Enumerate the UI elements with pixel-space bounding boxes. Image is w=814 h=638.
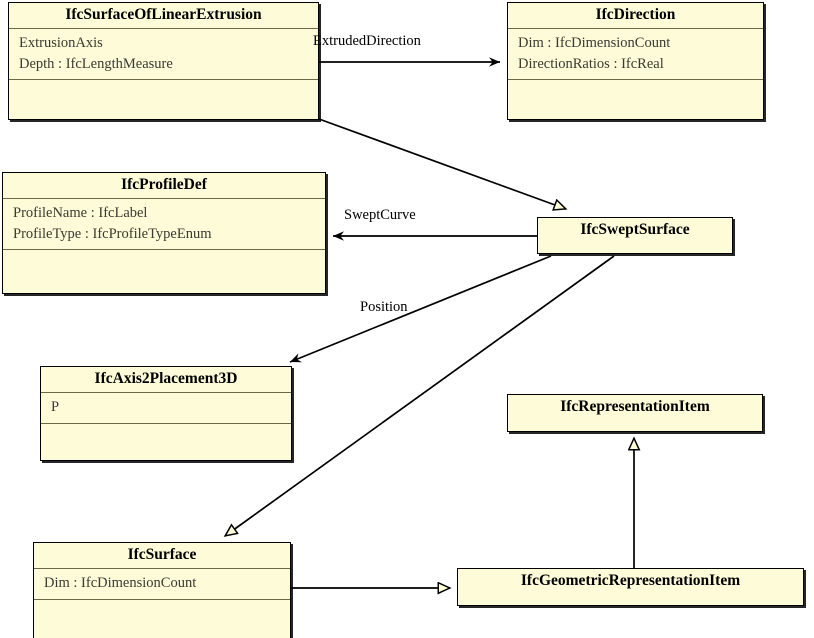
operation-compartment (508, 80, 763, 98)
compartment-separator (508, 79, 763, 81)
class-name-ifcsurfaceoflinearextrusion: IfcSurfaceOfLinearExtrusion (65, 6, 262, 23)
compartment-separator (34, 568, 290, 570)
class-box-ifcaxis2placement3d[interactable]: IfcAxis2Placement3D P (40, 366, 292, 461)
attribute-row: ExtrusionAxis (19, 35, 103, 52)
operation-compartment (41, 424, 291, 442)
class-name-ifcaxis2placement3d: IfcAxis2Placement3D (94, 370, 238, 387)
attribute-row: ProfileName : IfcLabel (13, 205, 148, 222)
class-box-ifcrepresentationitem[interactable]: IfcRepresentationItem (507, 394, 763, 432)
operation-compartment (3, 250, 325, 268)
class-name-ifcsweptsurface: IfcSweptSurface (580, 221, 690, 238)
class-box-ifcprofiledef[interactable]: IfcProfileDef ProfileName : IfcLabel Pro… (2, 172, 326, 294)
class-box-ifcsweptsurface[interactable]: IfcSweptSurface (537, 217, 733, 254)
edge-generalization-linear-extrusion (318, 118, 566, 209)
operation-compartment (34, 600, 290, 618)
attribute-compartment: P (41, 393, 291, 423)
class-name-ifcrepresentationitem: IfcRepresentationItem (560, 398, 710, 415)
edge-label-position: Position (360, 299, 408, 315)
class-name-ifcdirection: IfcDirection (595, 6, 676, 23)
compartment-separator (3, 249, 325, 251)
attribute-row: DirectionRatios : IfcReal (518, 55, 664, 72)
compartment-separator (34, 598, 290, 600)
class-box-ifcdirection[interactable]: IfcDirection Dim : IfcDimensionCount Dir… (507, 2, 764, 120)
class-box-ifcsurfaceoflinearextrusion[interactable]: IfcSurfaceOfLinearExtrusion ExtrusionAxi… (8, 2, 319, 120)
class-name-ifcprofiledef: IfcProfileDef (121, 176, 207, 193)
class-box-ifcgeometricrepresentationitem[interactable]: IfcGeometricRepresentationItem (457, 568, 804, 606)
compartment-separator (9, 28, 318, 30)
attribute-compartment: Dim : IfcDimensionCount (34, 569, 290, 599)
attribute-row: Depth : IfcLengthMeasure (19, 55, 173, 72)
compartment-separator (41, 392, 291, 394)
edge-label-swept-curve: SweptCurve (344, 207, 416, 223)
attribute-row: Dim : IfcDimensionCount (518, 35, 671, 52)
attribute-row: P (51, 399, 60, 416)
compartment-separator (9, 79, 318, 81)
attribute-row: Dim : IfcDimensionCount (44, 575, 197, 592)
compartment-separator (3, 198, 325, 200)
attribute-compartment: ProfileName : IfcLabel ProfileType : Ifc… (3, 199, 325, 249)
attribute-row: ProfileType : IfcProfileTypeEnum (13, 225, 212, 242)
attribute-compartment: Dim : IfcDimensionCount DirectionRatios … (508, 29, 763, 79)
class-name-ifcgeometricrepresentationitem: IfcGeometricRepresentationItem (520, 572, 741, 589)
edge-position (289, 255, 552, 363)
compartment-separator (508, 28, 763, 30)
operation-compartment (9, 80, 318, 98)
edge-label-extruded-direction: ExtrudedDirection (313, 33, 421, 49)
attribute-compartment: ExtrusionAxis Depth : IfcLengthMeasure (9, 29, 318, 79)
class-box-ifcsurface[interactable]: IfcSurface Dim : IfcDimensionCount (33, 542, 291, 638)
class-name-ifcsurface: IfcSurface (127, 546, 197, 563)
compartment-separator (41, 422, 291, 424)
